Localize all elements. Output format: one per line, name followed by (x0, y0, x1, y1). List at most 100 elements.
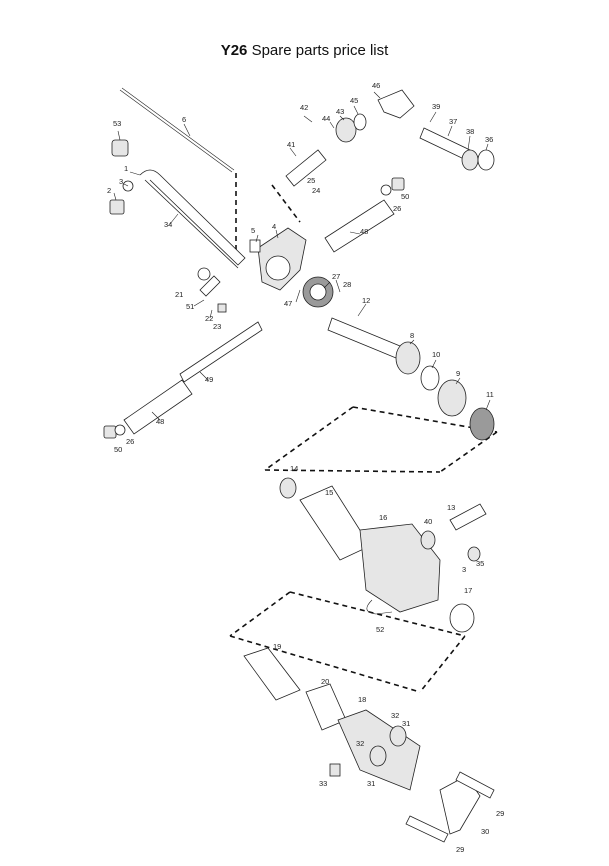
tube-part (243, 647, 301, 701)
part-number-label: 2 (107, 186, 111, 195)
part-number-label: 1 (124, 164, 128, 173)
part-number-label: 10 (432, 350, 440, 359)
part-number-label: 49 (205, 375, 213, 384)
nut-part (467, 546, 481, 562)
page-title: Y26 Spare parts price list (0, 42, 609, 59)
part-number-label: 26 (126, 437, 134, 446)
shaft-part (285, 149, 327, 187)
part-number-label: 21 (175, 290, 183, 299)
part-number-label: 27 (332, 272, 340, 281)
shaft-part (144, 179, 239, 269)
part-number-label: 26 (393, 204, 401, 213)
part-number-label: 52 (376, 625, 384, 634)
part-number-label: 32 (391, 711, 399, 720)
part-number-label: 40 (424, 517, 432, 526)
spring-part (389, 725, 407, 747)
part-number-label: 34 (164, 220, 172, 229)
nut-part (103, 425, 117, 439)
part-number-label: 23 (213, 322, 221, 331)
part-number-label: 14 (290, 464, 298, 473)
part-number-labels: 1233456810911121314151617181920212223242… (107, 81, 504, 854)
part-number-label: 20 (321, 677, 329, 686)
part-number-label: 31 (402, 719, 410, 728)
nut-part (329, 763, 341, 777)
part-number-label: 15 (325, 488, 333, 497)
part-number-label: 36 (485, 135, 493, 144)
part-number-label: 38 (466, 127, 474, 136)
rod-part (119, 89, 233, 173)
tube-part (123, 379, 193, 435)
model-name: Y26 (220, 42, 248, 59)
clip-part (366, 599, 393, 615)
part-number-label: 25 (307, 176, 315, 185)
part-number-label: 6 (182, 115, 186, 124)
part-number-label: 28 (343, 280, 351, 289)
spring-part (420, 530, 436, 550)
shaft-part (449, 503, 487, 531)
gear-part (335, 117, 357, 143)
part-number-label: 51 (186, 302, 194, 311)
part-number-label: 31 (367, 779, 375, 788)
part-number-label: 29 (496, 809, 504, 818)
part-number-label: 48 (360, 227, 368, 236)
gear-part (449, 603, 475, 633)
part-number-label: 3 (119, 177, 123, 186)
pin-part (455, 771, 495, 799)
part-number-label: 50 (114, 445, 122, 454)
shaft-part (419, 127, 471, 161)
gear-hub (309, 283, 327, 301)
plug-part (249, 239, 261, 253)
tube-part (324, 199, 395, 253)
bearing-part (469, 407, 495, 441)
nut-part (111, 139, 129, 157)
knob-part (197, 267, 211, 281)
bearing-part (279, 477, 297, 499)
nut-part (109, 199, 125, 215)
part-number-label: 44 (322, 114, 330, 123)
bearing-part (437, 379, 467, 417)
part-number-label: 3 (462, 565, 466, 574)
nut-part (217, 303, 227, 313)
washer-part (380, 184, 392, 196)
part-number-label: 39 (432, 102, 440, 111)
pin-part (405, 815, 449, 843)
handle-part (139, 169, 246, 266)
part-number-label: 29 (456, 845, 464, 854)
bushing-part (461, 149, 479, 171)
part-number-label: 8 (410, 331, 414, 340)
part-number-label: 35 (476, 559, 484, 568)
part-number-label: 43 (336, 107, 344, 116)
gear-housing-part (359, 523, 441, 613)
leader-lines (113, 91, 491, 421)
part-number-label: 22 (205, 314, 213, 323)
part-number-label: 17 (464, 586, 472, 595)
dashed-group-box (264, 406, 498, 473)
spring-part (369, 745, 387, 767)
part-number-label: 5 (251, 226, 255, 235)
bearing-part (395, 341, 421, 375)
part-number-label: 33 (319, 779, 327, 788)
washer-part (114, 424, 126, 436)
part-number-label: 16 (379, 513, 387, 522)
part-number-label: 32 (356, 739, 364, 748)
ring-part (353, 113, 367, 131)
shaft-part (179, 321, 263, 383)
part-number-label: 42 (300, 103, 308, 112)
title-text: Spare parts price list (251, 42, 389, 59)
part-number-label: 24 (312, 186, 320, 195)
sleeve-part (299, 485, 371, 561)
part-number-label: 46 (372, 81, 380, 90)
part-number-label: 48 (156, 417, 164, 426)
part-number-label: 12 (362, 296, 370, 305)
part-number-label: 37 (449, 117, 457, 126)
part-number-label: 45 (350, 96, 358, 105)
nut-part (391, 177, 405, 191)
spline-shaft-part (327, 317, 401, 359)
part-number-label: 50 (401, 192, 409, 201)
part-number-label: 18 (358, 695, 366, 704)
clamp-part (477, 149, 495, 171)
dashed-guide (271, 184, 301, 223)
part-number-label: 19 (273, 642, 281, 651)
elbow-part (377, 89, 415, 119)
